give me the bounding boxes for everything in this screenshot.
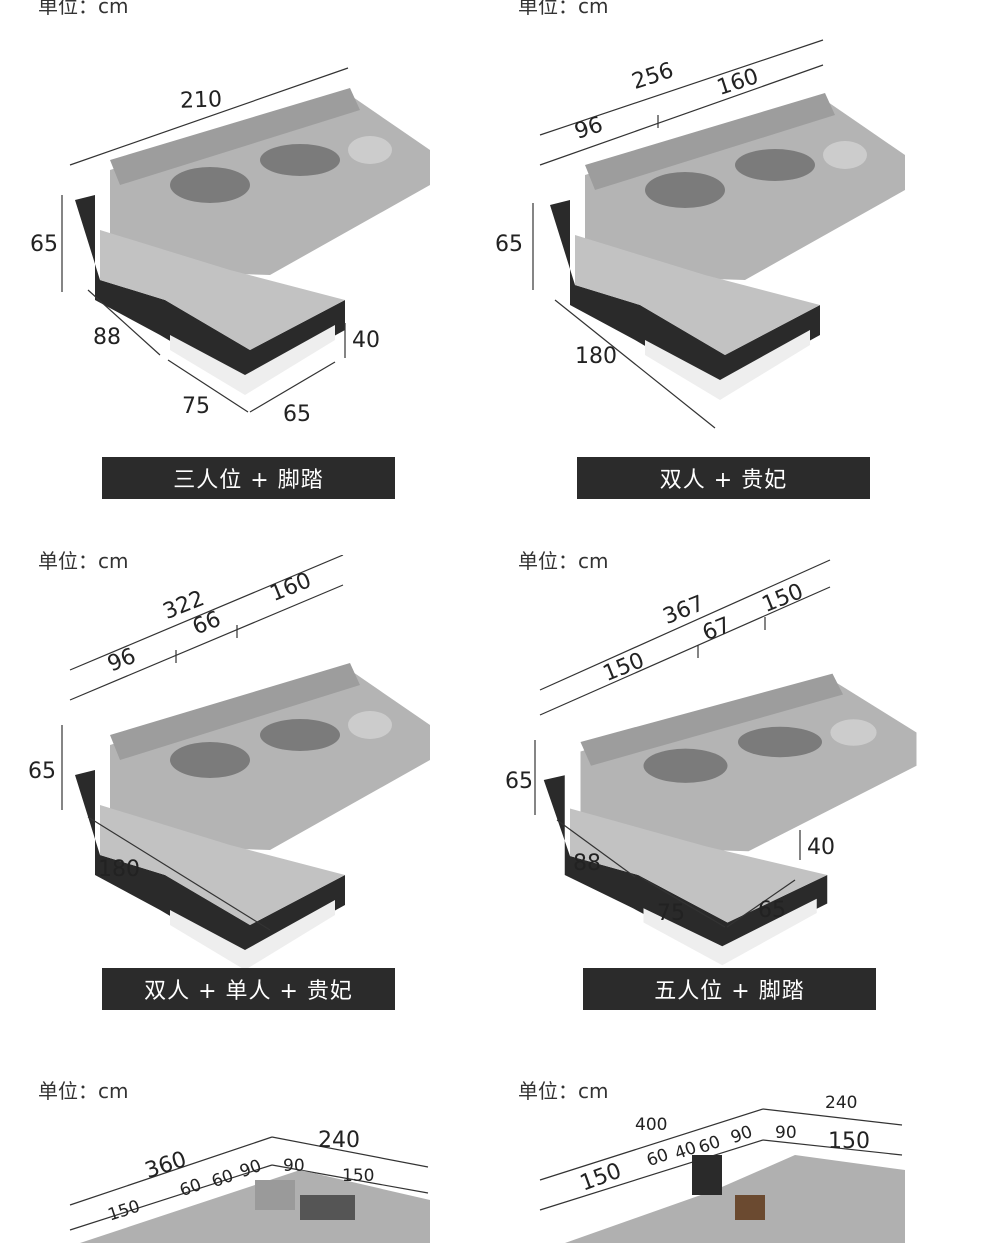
unit-label: 单位：cm xyxy=(38,549,129,573)
dim-total-right: 240 xyxy=(825,1093,858,1113)
sofa-image xyxy=(539,1108,905,1243)
panel-five-seat-ottoman: 单位：cm 367 150 67 150 65 88 40 75 65 五人位 … xyxy=(495,549,990,1075)
sofa-image xyxy=(61,555,430,970)
dim-ottoman-height: 40 xyxy=(807,835,835,860)
panel-u-sofa-400: 单位：cm 400 240 150 60 40 60 90 90 150 xyxy=(495,1075,990,1243)
unit-label: 单位：cm xyxy=(38,0,129,18)
panel-two-seat-chaise: 单位：cm 256 96 160 65 180 双人 + 贵妃 xyxy=(495,0,990,520)
sofa-image xyxy=(532,39,905,429)
dim-total-width: 210 xyxy=(179,87,223,114)
dim-chaise-length: 180 xyxy=(98,857,140,882)
caption-bar: 三人位 + 脚踏 xyxy=(102,457,395,499)
dim-depth: 88 xyxy=(93,325,121,350)
dim-seg-150b: 150 xyxy=(828,1129,870,1154)
dim-chaise-length: 180 xyxy=(575,344,617,369)
dim-ottoman-height: 40 xyxy=(352,328,380,353)
caption-bar: 五人位 + 脚踏 xyxy=(583,968,876,1010)
panel-u-sofa-360: 单位：cm 360 240 150 60 60 90 90 150 xyxy=(0,1075,495,1243)
caption-bar: 双人 + 贵妃 xyxy=(577,457,870,499)
sofa-image xyxy=(69,1136,430,1243)
dim-height: 65 xyxy=(30,232,58,257)
dim-seg-90b: 90 xyxy=(775,1123,797,1143)
unit-label: 单位：cm xyxy=(518,1079,609,1103)
dim-height: 65 xyxy=(505,769,533,794)
sofa-image xyxy=(61,67,430,413)
dim-seg-150b: 150 xyxy=(342,1166,375,1186)
dim-height: 65 xyxy=(495,232,523,257)
dim-height: 65 xyxy=(28,759,56,784)
sofa-image xyxy=(534,559,917,966)
dim-seg-90b: 90 xyxy=(283,1156,305,1176)
dim-total-right: 240 xyxy=(318,1128,360,1153)
dim-ottoman-width: 65 xyxy=(283,402,311,427)
unit-label: 单位：cm xyxy=(38,1079,129,1103)
unit-label: 单位：cm xyxy=(518,549,609,573)
panel-two-single-chaise: 单位：cm 322 96 66 160 65 180 双人 + 单人 + 贵妃 xyxy=(0,549,495,1075)
dim-ottoman-length: 75 xyxy=(657,901,685,926)
panel-three-seat-ottoman: 单位：cm 210 65 88 40 75 65 三人位 + 脚踏 xyxy=(0,0,495,520)
caption-bar: 双人 + 单人 + 贵妃 xyxy=(102,968,395,1010)
unit-label: 单位：cm xyxy=(518,0,609,18)
dim-depth: 88 xyxy=(573,851,601,876)
dim-ottoman-width: 65 xyxy=(758,898,786,923)
dim-ottoman-length: 75 xyxy=(182,394,210,419)
dim-total-left: 400 xyxy=(635,1115,668,1135)
